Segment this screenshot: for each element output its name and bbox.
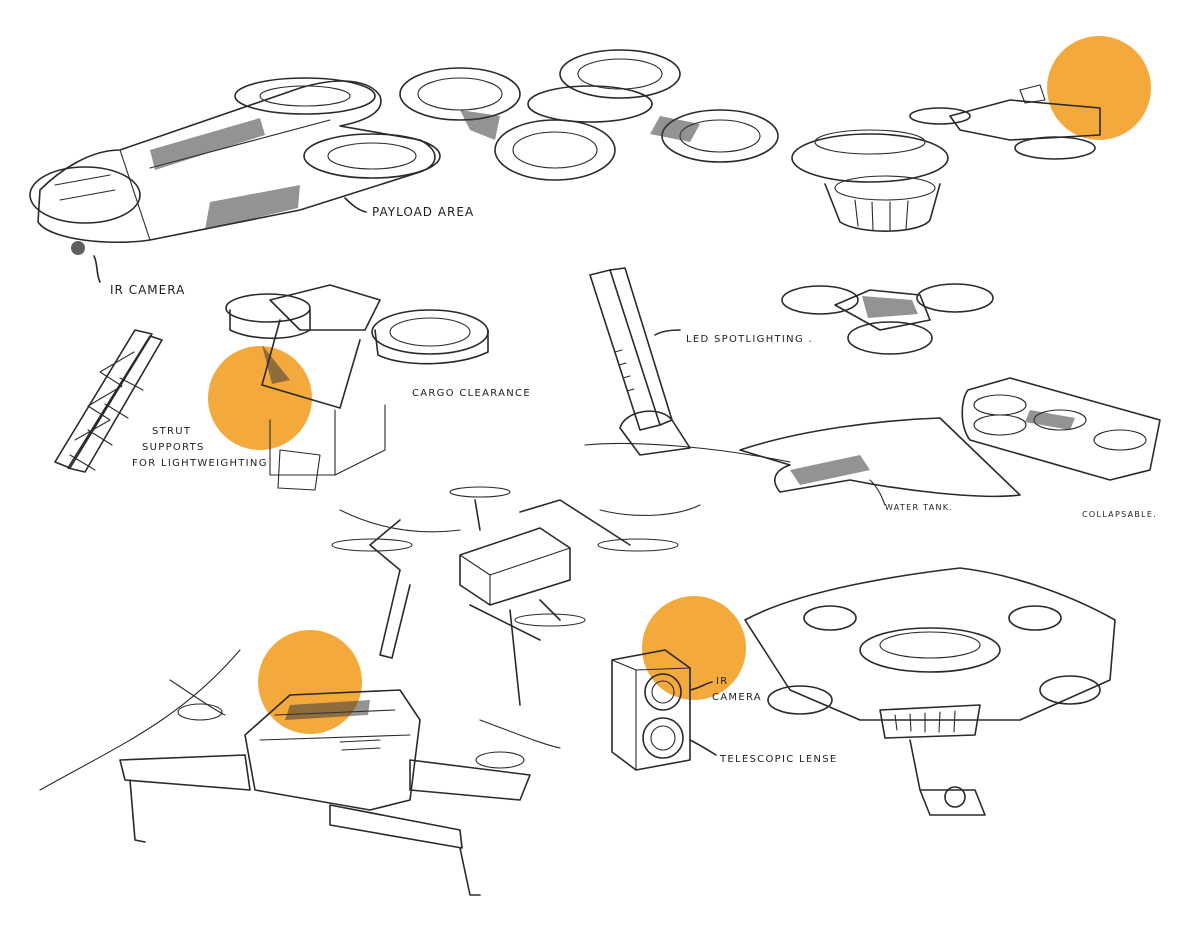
cargo-clearance-label: CARGO CLEARANCE [412, 388, 531, 399]
payload-drone-sketch [29, 77, 441, 283]
accent-dot [642, 596, 746, 700]
ir-camera-top-label: IR CAMERA [110, 283, 186, 297]
led-spotlighting-label: LED SPOTLIGHTING . [686, 334, 813, 345]
collapsable-label: COLLAPSABLE. [1082, 510, 1158, 519]
strut-label-line2: SUPPORTS [142, 442, 205, 453]
strut-sketch [54, 329, 163, 473]
led-arm-sketch [584, 267, 791, 463]
payload-area-label: PAYLOAD AREA [372, 205, 475, 219]
water-tank-label: WATER TANK. [885, 503, 954, 512]
ir-camera-bottom-line2: CAMERA [712, 692, 762, 703]
water-tank-drone-sketch [739, 377, 1161, 506]
quadcopter-sketch [331, 486, 701, 706]
folded-drone-sketch [39, 649, 561, 896]
ir-camera-bottom-line1: IR [716, 676, 729, 687]
tri-rotor-sketch [781, 283, 994, 355]
ring-quad-sketch [399, 49, 779, 181]
camera-module-sketch [611, 649, 717, 771]
saucer-drone-sketch [791, 84, 1101, 232]
hexacopter-sketch [744, 567, 1116, 816]
strut-label-line1: STRUT [152, 426, 192, 437]
telescopic-lense-label: TELESCOPIC LENSE [720, 754, 838, 765]
cargo-drone-sketch [225, 284, 489, 491]
accent-dot [1047, 36, 1151, 140]
strut-label-line3: FOR LIGHTWEIGHTING [132, 458, 268, 469]
accent-dot [208, 346, 312, 450]
